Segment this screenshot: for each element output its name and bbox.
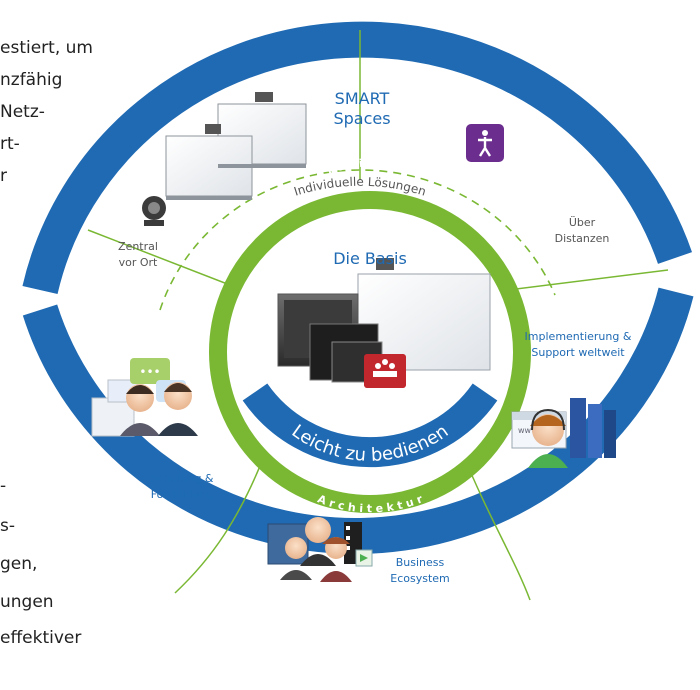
schulung-label-line1: Schulung & (150, 472, 213, 485)
smart-spaces-label-line1: SMART (335, 89, 390, 108)
left-text-line: gen, (0, 554, 38, 574)
svg-text:•••: ••• (139, 365, 160, 379)
smart-board-pair-icon (165, 92, 307, 200)
zentral-label-line1: Zentral (118, 240, 158, 253)
business-label-line2: Ecosystem (390, 572, 450, 585)
business-people-icon (267, 517, 373, 582)
ease-of-use-band (242, 383, 498, 468)
left-text-line: r (0, 166, 7, 186)
distanzen-label-line1: Über (569, 216, 596, 229)
implementierung-label-line2: Support weltweit (531, 346, 625, 359)
left-text-line: Netz- (0, 102, 45, 122)
left-text-line: estiert, um (0, 38, 93, 58)
left-text-line: s- (0, 516, 15, 536)
svg-text:www.: www. (518, 426, 539, 435)
left-text-line: ungen (0, 592, 54, 612)
person-app-icon (466, 124, 504, 162)
individual-solutions-arc (159, 169, 556, 311)
distanzen-label-line2: Distanzen (555, 232, 610, 245)
support-agent-icon: www. (511, 398, 616, 468)
center-title: Die Basis (333, 249, 407, 268)
left-text-line: nzfähig (0, 70, 63, 90)
left-text-line: rt- (0, 134, 20, 154)
implementierung-label-line1: Implementierung & (525, 330, 632, 343)
left-text-line: effektiver (0, 628, 82, 648)
smart-spaces-label-line2: Spaces (333, 109, 390, 128)
conference-camera-icon (142, 196, 166, 226)
outer-ring-top-arc (22, 21, 693, 295)
business-label-line1: Business (396, 556, 445, 569)
left-text-line: - (0, 476, 7, 496)
zentral-label-line2: vor Ort (119, 256, 158, 269)
ring-bottom-label: Leicht zu implementieren (225, 616, 490, 664)
meeting-app-icon (364, 354, 406, 388)
training-people-icon: ••• (91, 358, 198, 437)
schulung-label-line2: Fortbildung (151, 488, 214, 501)
